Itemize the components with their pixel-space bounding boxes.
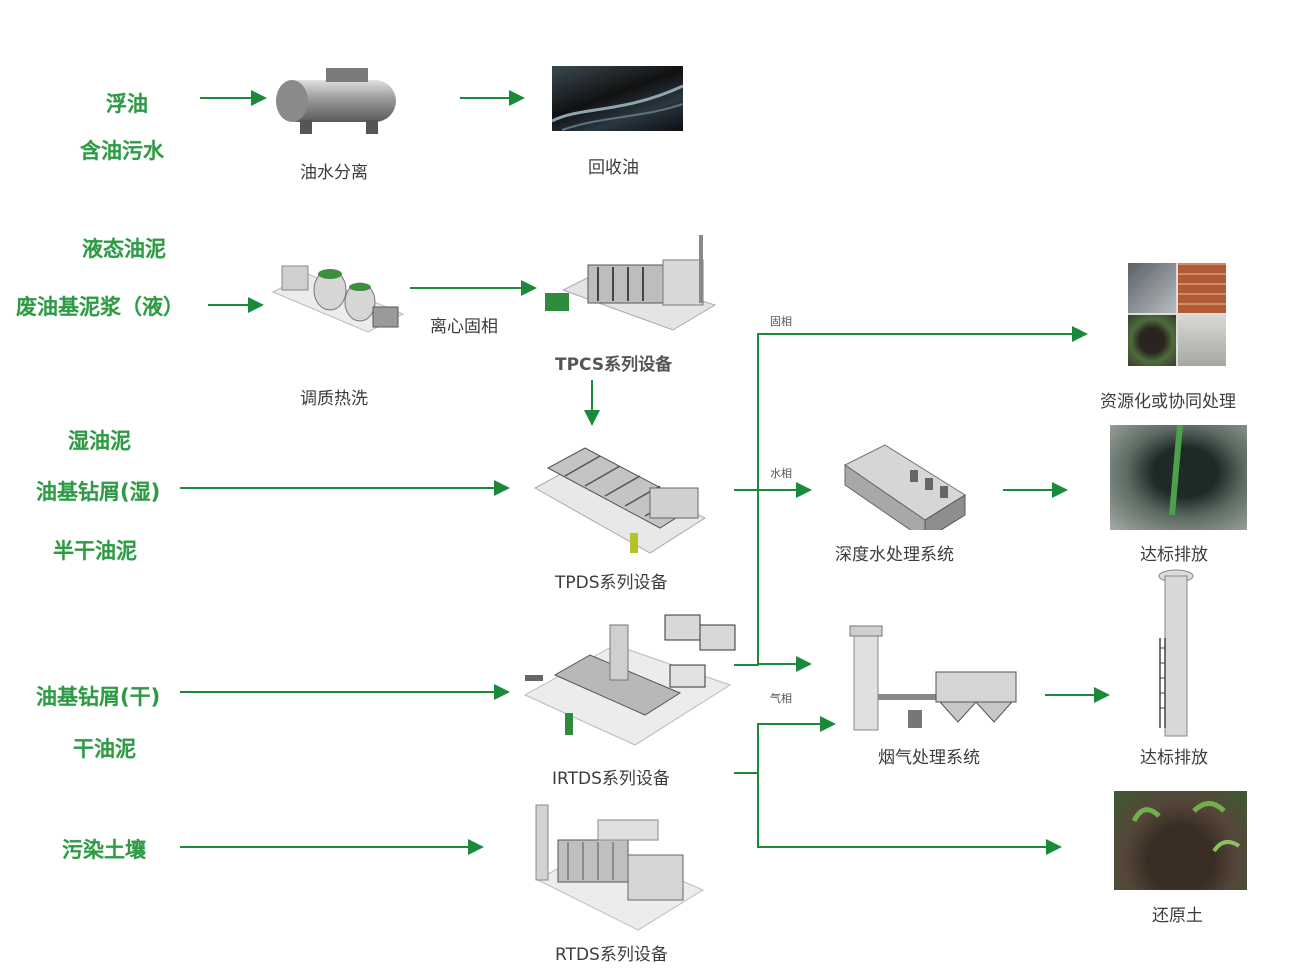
recovered-oil-photo	[552, 66, 683, 131]
resource-utilization-photo	[1128, 263, 1226, 366]
label-water-phase: 水相	[770, 467, 792, 480]
label-water-discharge: 达标排放	[1140, 545, 1208, 565]
input-wet-sludge: 湿油泥	[68, 429, 131, 453]
input-liquid-sludge: 液态油泥	[82, 237, 166, 261]
irtds-equipment-icon	[523, 614, 736, 746]
water-discharge-photo	[1110, 425, 1247, 530]
restored-soil-photo	[1114, 791, 1247, 890]
label-tpcs: TPCS系列设备	[555, 355, 673, 375]
conditioning-equipment-icon	[271, 265, 405, 333]
label-centrifuge-solid: 离心固相	[430, 317, 498, 337]
label-irtds: IRTDS系列设备	[552, 769, 670, 789]
tpds-equipment-icon	[533, 447, 706, 554]
input-contaminated-soil: 污染土壤	[62, 838, 146, 862]
input-dry-cuttings: 油基钻屑(干)	[36, 685, 161, 709]
deep-water-system-icon	[844, 444, 966, 530]
label-rtds: RTDS系列设备	[555, 945, 668, 965]
label-oil-separator: 油水分离	[300, 163, 368, 183]
rtds-equipment-icon	[535, 804, 705, 931]
label-soil-restore: 还原土	[1152, 906, 1203, 926]
label-gas-discharge: 达标排放	[1140, 748, 1208, 768]
input-semidry-sludge: 半干油泥	[53, 539, 137, 563]
arrow-gas-to-flue	[734, 716, 836, 774]
label-recovered-oil: 回收油	[588, 158, 639, 178]
input-waste-oil-mud: 废油基泥浆（液）	[16, 295, 184, 319]
input-wet-cuttings: 油基钻屑(湿)	[36, 480, 161, 504]
label-conditioning: 调质热洗	[300, 389, 368, 409]
tpcs-equipment-icon	[545, 235, 717, 331]
arrow-solid-to-resource	[734, 326, 1088, 666]
flue-gas-system-icon	[849, 625, 1017, 731]
label-tpds: TPDS系列设备	[555, 573, 668, 593]
label-resource: 资源化或协同处理	[1100, 392, 1236, 412]
input-oily-water: 含油污水	[80, 139, 164, 163]
label-deep-water: 深度水处理系统	[835, 545, 954, 565]
input-float-oil: 浮油	[106, 92, 148, 116]
input-dry-sludge: 干油泥	[73, 737, 136, 761]
chimney-stack-icon	[1158, 569, 1194, 737]
label-gas-phase: 气相	[770, 692, 792, 705]
oil-separator-tank-icon	[276, 68, 396, 134]
arrow-to-soil-restore	[757, 773, 1062, 855]
label-flue-gas: 烟气处理系统	[878, 748, 980, 768]
label-solid-phase: 固相	[770, 315, 792, 328]
